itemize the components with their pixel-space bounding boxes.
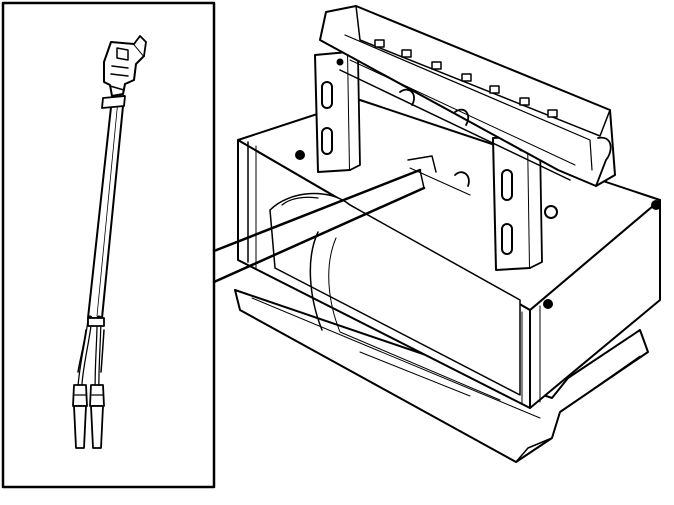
mechanism-tabs [374,39,558,118]
mounting-hole-front-left [295,150,305,160]
print-mechanism [319,5,616,196]
callout-leader [212,168,426,284]
paper-roll [269,192,521,401]
mounting-hole-front-right [543,299,553,309]
left-bracket [314,51,361,173]
printer-unit [234,5,661,463]
cable-wires [77,315,105,388]
base-tray [234,289,649,463]
cable-connector [103,35,147,97]
right-bracket [492,135,558,271]
cable-terminal-right [89,384,105,449]
inset-panel [1,1,216,489]
mounting-hole-back-right [651,200,661,210]
cable-terminal-left [72,384,88,449]
